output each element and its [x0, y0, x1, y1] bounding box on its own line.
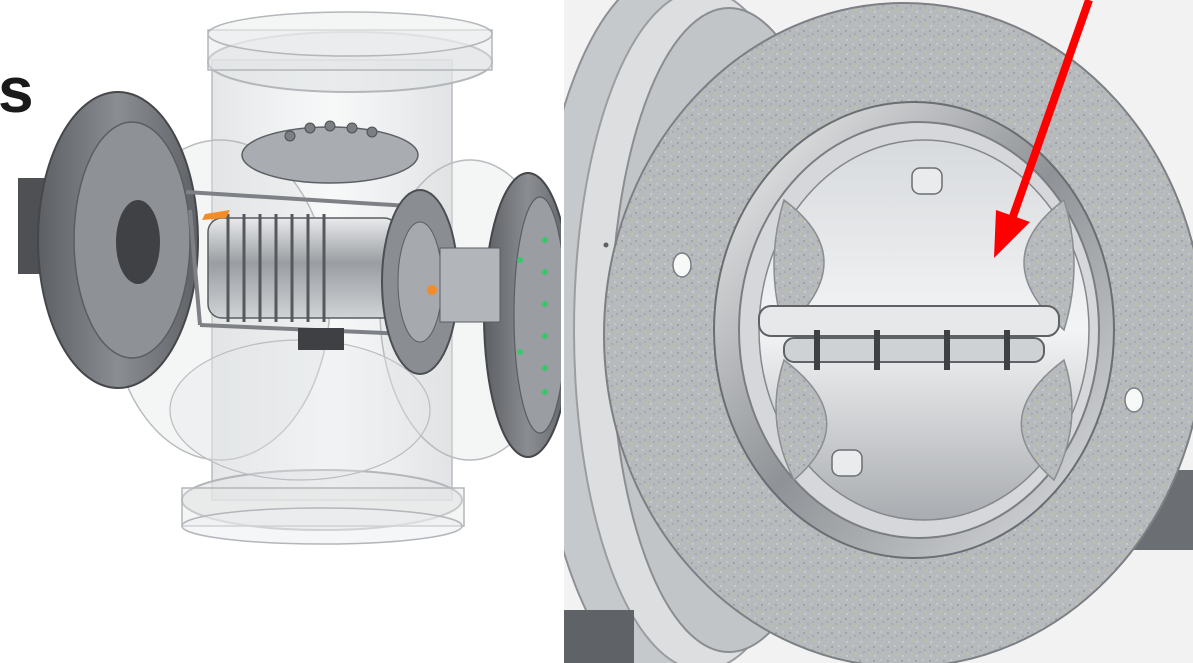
inner-rod-assembly [758, 305, 1060, 370]
panel-divider [561, 0, 565, 663]
endplate-closeup-panel [564, 0, 1193, 663]
coupling-cylinder [439, 247, 501, 323]
lower-left-bracket [564, 610, 634, 663]
cropped-label-text: s [0, 54, 34, 126]
port-dot-group [517, 237, 548, 395]
inner-top-plate [241, 126, 419, 184]
electrode-stack [207, 217, 399, 319]
left-flange-bore [116, 200, 160, 284]
chamber-overview-illustration [18, 11, 564, 545]
highlight-marks [202, 210, 437, 295]
notch-tabs [831, 167, 943, 477]
bottom-clamp [298, 328, 344, 350]
mounting-hole [1124, 387, 1144, 413]
mounting-hole [672, 252, 692, 278]
endplate-closeup-illustration [564, 0, 1193, 663]
chamber-overview-panel: s [0, 0, 564, 663]
electrode-leaves [773, 198, 1075, 482]
red-arrow [994, 0, 1093, 258]
